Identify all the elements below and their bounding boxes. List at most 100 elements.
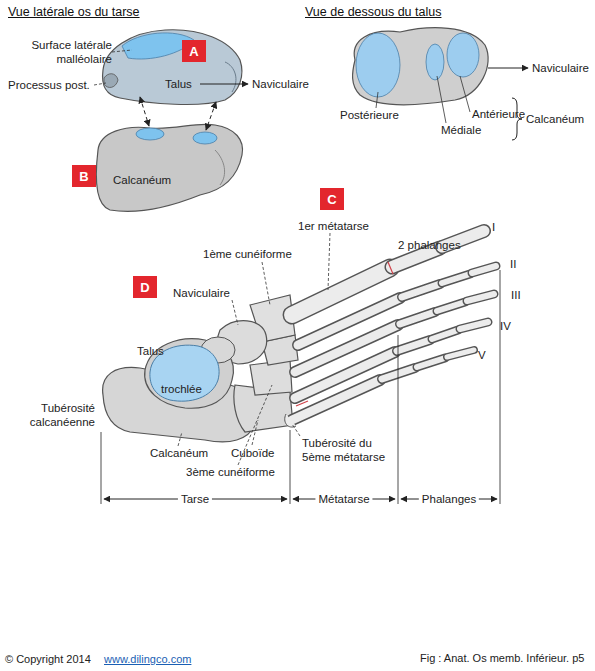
dimension-tick [101, 432, 102, 504]
tuberosity-bump [285, 414, 296, 427]
phalanx-outline [382, 368, 415, 379]
leader-line [328, 233, 330, 290]
view-heading: Vue de dessous du talus [305, 5, 441, 19]
leader-line [262, 262, 270, 305]
part-label: 1ème cunéiforme [203, 247, 292, 261]
phalanx-outline [402, 284, 440, 297]
part-label: Naviculaire [532, 61, 589, 75]
copyright-note: www.dilingco.com [104, 652, 191, 666]
leader-line [460, 76, 470, 112]
part-label: Naviculaire [173, 286, 230, 300]
leader-line [437, 76, 446, 123]
phalanx-outline [460, 322, 488, 329]
articulation-arrow [140, 97, 149, 126]
dimension-tick [290, 430, 291, 504]
talus-bone [353, 28, 489, 105]
part-label: Talus [137, 344, 164, 358]
phalanx-bone [400, 312, 435, 324]
part-label: trochlée [161, 382, 202, 396]
posterior-process [104, 74, 118, 88]
metatarsal-outline [292, 380, 380, 420]
phalanx-bone [437, 302, 465, 311]
articular-facet [193, 132, 217, 144]
metatarsal-bone [298, 298, 400, 345]
cuneiform-bone [250, 360, 292, 395]
copyright-note: © Copyright 2014 [5, 652, 91, 666]
leader-line [252, 420, 258, 445]
part-label: Médiale [441, 123, 481, 137]
phalanx-outline [437, 302, 465, 311]
direction-arrow [488, 68, 528, 69]
part-label: IV [500, 319, 511, 333]
part-label: Naviculaire [252, 77, 309, 91]
leader-line [376, 92, 378, 108]
phalanx-bone [447, 350, 474, 357]
metatarsal-outline [295, 325, 398, 372]
part-label: 2 phalanges [398, 238, 461, 252]
phalanx-outline [397, 340, 430, 351]
part-label: Processus post. [8, 78, 90, 92]
phalanx-bone [472, 266, 496, 273]
figure-letter: D [140, 280, 149, 295]
phalanx-bone [397, 340, 430, 351]
phalanx-bone [467, 294, 494, 301]
figure-letter: B [79, 169, 88, 184]
calcaneus-bone [96, 124, 242, 211]
dimension-label: Phalanges [419, 492, 479, 506]
talus-lateral [103, 30, 242, 105]
figure-letter-box: A [182, 40, 206, 62]
part-label: Surface latérale malléolaire [4, 38, 112, 66]
leader-line [292, 424, 300, 436]
phalanx-outline [472, 266, 496, 273]
leader-line [178, 432, 182, 446]
part-label: II [510, 257, 516, 271]
part-label: Calcanéum [150, 446, 208, 460]
phalanx-outline [442, 274, 470, 283]
talus-bone [103, 30, 242, 105]
metatarsal-bone [295, 325, 398, 372]
phalanx-bone [432, 330, 458, 339]
articular-facet [136, 128, 164, 140]
leader-line [94, 83, 106, 85]
red-mark [296, 401, 308, 406]
phalanx-bone [382, 368, 415, 379]
phalanx-outline [432, 330, 458, 339]
dimension-label: Tarse [178, 492, 212, 506]
metatarsal-outline [298, 298, 400, 345]
part-label: V [478, 348, 486, 362]
view-heading: Vue latérale os du tarse [8, 5, 140, 19]
direction-arrow [200, 84, 248, 85]
part-label: III [511, 288, 521, 302]
part-label: 3ème cunéiforme [186, 465, 275, 479]
figure-letter: A [189, 44, 198, 59]
figure-letter-box: C [320, 188, 344, 210]
figure-letter-box: B [72, 165, 96, 187]
phalanx-outline [467, 294, 494, 301]
articulation-arrow [206, 102, 216, 130]
phalanx-bone [417, 358, 445, 367]
part-label: Tubérosité calcanéenne [3, 401, 95, 429]
phalanx-outline [447, 350, 474, 357]
phalanx-outline [400, 312, 435, 324]
part-label: Postérieure [340, 108, 399, 122]
metatarsal-bone [292, 380, 380, 420]
part-label: Antérieure [472, 107, 525, 121]
talus-underside [353, 28, 489, 105]
part-label: Talus [165, 77, 192, 91]
red-mark [388, 262, 393, 274]
calcaneus-lateral [96, 124, 242, 211]
part-label: Calcanéum [526, 112, 584, 126]
part-label: Tubérosité du 5ème métatarse [302, 436, 394, 464]
figure-caption: Fig : Anat. Os memb. Inférieur. p5 [420, 652, 584, 664]
foot-skeleton [103, 231, 496, 442]
part-label: I [492, 220, 495, 234]
leader-line [232, 300, 238, 325]
phalanx-bone [460, 322, 488, 329]
bone-shading [215, 150, 225, 185]
phalanx-bone [442, 274, 470, 283]
phalanx-bone [402, 284, 440, 297]
phalanx-outline [417, 358, 445, 367]
leader-line [112, 50, 132, 52]
figure-letter: C [327, 192, 336, 207]
